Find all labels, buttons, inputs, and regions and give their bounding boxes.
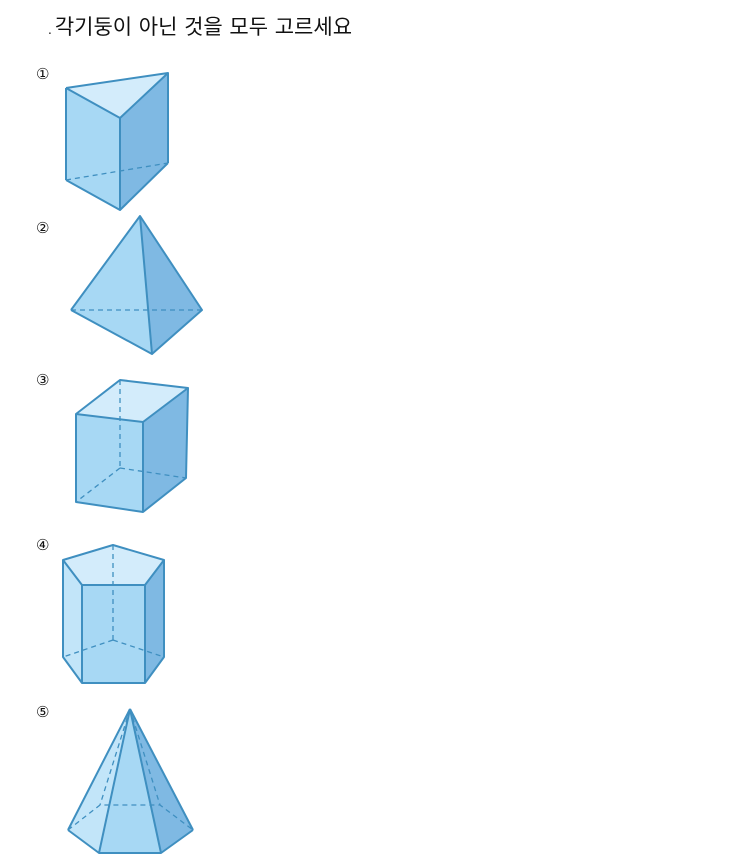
choice-4-number[interactable]: ④	[36, 536, 50, 554]
question-prefix: .	[48, 23, 52, 37]
choice-1-number[interactable]: ①	[36, 65, 50, 83]
question-text: .각기둥이 아닌 것을 모두 고르세요	[48, 12, 352, 45]
choice-3-number[interactable]: ③	[36, 371, 50, 389]
question-body: 각기둥이 아닌 것을 모두 고르세요	[54, 15, 353, 39]
choice-5-number[interactable]: ⑤	[36, 703, 50, 721]
choice-2-number[interactable]: ②	[36, 219, 50, 237]
